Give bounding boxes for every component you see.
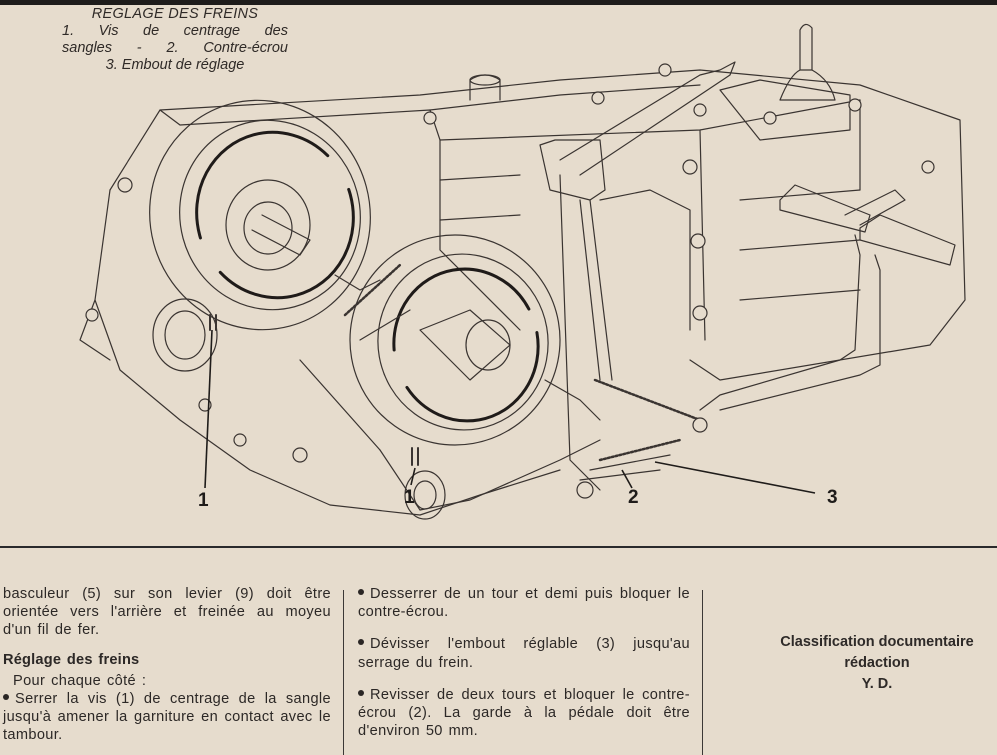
centering-screws <box>209 314 419 466</box>
caption-line-1: 1. Vis de centrage des <box>62 23 288 39</box>
credit-line-1: Classification documentaire <box>780 634 974 650</box>
figure-caption: REGLAGE DES FREINS 1. Vis de centrage de… <box>62 6 288 74</box>
brake-assembly-illustration <box>79 23 966 520</box>
callout-1-left: 1 <box>198 490 209 511</box>
credit-line-2: rédaction <box>844 655 910 671</box>
paragraph-basculeur: basculeur (5) sur son levier (9) doit êt… <box>3 586 331 639</box>
step-4-text: Revisser de deux tours et bloquer le con… <box>358 686 690 740</box>
credit-author: Y. D. <box>861 676 893 692</box>
handbrake-lever <box>539 23 836 491</box>
step-3: Dévisser l'embout réglable (3) jusqu'au … <box>358 635 690 671</box>
step-2-text: Desserrer de un tour et demi puis bloque… <box>358 586 690 621</box>
column-rule-left <box>343 590 344 755</box>
caption-title: REGLAGE DES FREINS <box>91 6 259 22</box>
step-2: Desserrer de un tour et demi puis bloque… <box>358 585 690 621</box>
section-heading: Réglage des freins <box>3 651 140 668</box>
bullet-icon <box>358 689 364 696</box>
text-column-2: Desserrer de un tour et demi puis bloque… <box>358 585 690 740</box>
step-1: Serrer la vis (1) de centrage de la sang… <box>3 690 331 745</box>
column-rule-right <box>702 590 703 755</box>
text-column-1: basculeur (5) sur son levier (9) doit êt… <box>3 585 331 745</box>
springs-and-rods <box>343 263 708 499</box>
bullet-icon <box>358 589 364 595</box>
callout-leaders <box>204 329 816 494</box>
callout-1-center: 1 <box>404 487 415 508</box>
credit-block: Classification documentaire rédaction Y.… <box>760 632 994 695</box>
step-3-text: Dévisser l'embout réglable (3) jusqu'au … <box>358 636 690 671</box>
scan-top-band <box>0 0 997 5</box>
section-divider <box>0 546 997 548</box>
gearbox-housing <box>79 69 966 520</box>
step-1-text: Serrer la vis (1) de centrage de la sang… <box>3 691 331 744</box>
callout-3: 3 <box>827 487 838 508</box>
step-4: Revisser de deux tours et bloquer le con… <box>358 686 690 741</box>
bolts <box>85 63 935 463</box>
caption-line-2: sangles - 2. Contre-écrou <box>62 40 288 56</box>
callout-2: 2 <box>628 487 639 508</box>
bullet-icon <box>3 694 9 701</box>
caption-line-3: 3. Embout de réglage <box>105 57 245 73</box>
center-brake-drum <box>349 234 601 446</box>
intro-line: Pour chaque côté : <box>13 672 147 689</box>
left-brake-drum <box>149 99 381 331</box>
bullet-icon <box>358 639 364 646</box>
brake-pedals <box>699 184 956 411</box>
